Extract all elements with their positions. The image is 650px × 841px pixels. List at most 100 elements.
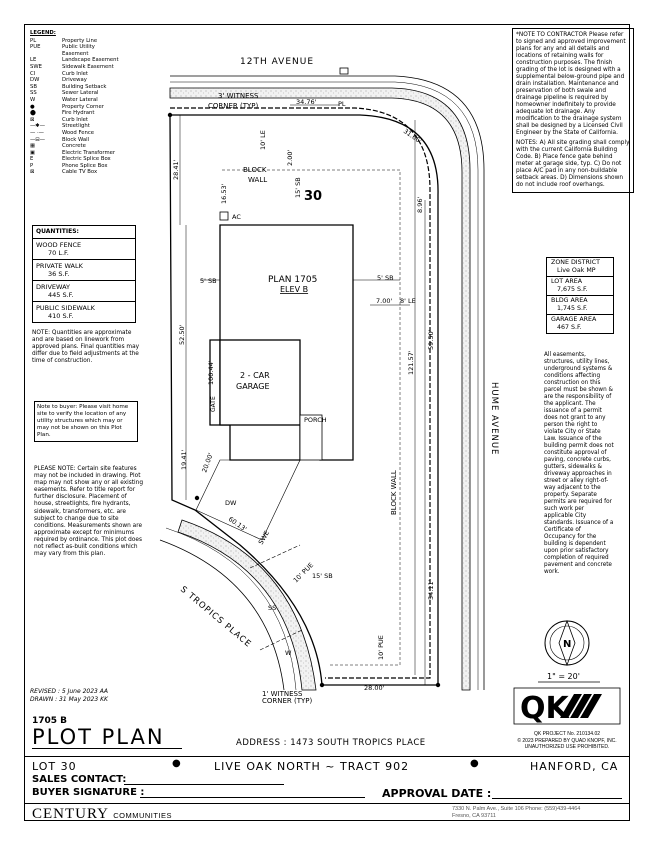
- legend-symbol: —✱—: [30, 123, 46, 130]
- sales-contact-line[interactable]: [124, 784, 284, 785]
- legend-symbol: ⬤: [30, 110, 36, 117]
- zone-label: BLDG AREA: [551, 297, 588, 304]
- quantity-value: 36 S.F.: [48, 270, 70, 278]
- buyer-signature-line[interactable]: [140, 797, 365, 798]
- legend-symbol: ▦: [30, 143, 36, 150]
- block-wall-label: BLOCK: [243, 166, 267, 174]
- legend-label: Driveway: [62, 77, 87, 84]
- dim-label: 10' PUE: [377, 635, 385, 660]
- legend-item: ⬤Fire Hydrant: [30, 110, 130, 117]
- porch-label: PORCH: [304, 416, 327, 424]
- legend-symbol: PUE: [30, 44, 41, 51]
- legend-symbol: DW: [30, 77, 40, 84]
- legend-symbol: W: [30, 96, 36, 103]
- legend-symbol: SS: [30, 90, 37, 97]
- legend-label: Sidewalk Easement: [62, 63, 114, 70]
- quantity-value: 410 S.F.: [48, 312, 74, 320]
- dim-label: 28.00': [364, 684, 385, 692]
- legend-item: W Water Lateral: [30, 97, 130, 104]
- buyer-signature-label: BUYER SIGNATURE :: [32, 787, 145, 798]
- legend-item: ▣Electric Transformer: [30, 150, 130, 157]
- street-curve: [159, 539, 285, 691]
- legend-symbol: LE: [30, 57, 37, 64]
- dim-label: SS: [268, 604, 276, 612]
- revised-date: REVISED : 5 June 2023 AA: [30, 688, 108, 695]
- qk-logo-text: QK: [520, 691, 571, 726]
- easement-note: All easements, structures, utility lines…: [544, 352, 614, 575]
- legend-label: Electric Splice Box: [62, 156, 111, 163]
- legend-symbol: ●: [30, 103, 35, 110]
- garage-label-2: GARAGE: [236, 382, 270, 391]
- witness-top-2: CORNER (TYP): [208, 102, 259, 110]
- dim-label: SWE: [257, 529, 271, 546]
- legend-label: Cable TV Box: [62, 169, 98, 176]
- quantity-value: 445 S.F.: [48, 291, 74, 299]
- legend-symbol: PL: [30, 37, 37, 44]
- witness-top: 3' WITNESS: [218, 92, 259, 100]
- legend-symbol: SB: [30, 83, 37, 90]
- legend-label: Easement: [62, 50, 89, 57]
- porch: [299, 414, 323, 461]
- property-corner: [435, 682, 441, 688]
- legend-label: Electric Transformer: [62, 149, 116, 156]
- approval-date-label: APPROVAL DATE :: [382, 787, 492, 800]
- block-wall: [170, 107, 431, 679]
- dim-label: 5' SB: [377, 274, 394, 282]
- curb-line: [170, 75, 485, 690]
- dim-label: 5' SB: [200, 277, 217, 285]
- block-wall-label-2: WALL: [248, 176, 267, 184]
- zone-label: ZONE DISTRICT: [551, 259, 600, 266]
- tract-label: LIVE OAK NORTH ~ TRACT 902: [214, 760, 410, 773]
- qk-unauth: UNAUTHORIZED USE PROHIBITED.: [524, 744, 610, 751]
- legend-label: Water Lateral: [62, 96, 98, 103]
- dim-label: 59.50': [427, 329, 435, 350]
- quantity-name: WOOD FENCE: [36, 241, 82, 249]
- zone-value: 1,745 S.F.: [557, 305, 588, 312]
- block-wall-vertical: BLOCK WALL: [390, 470, 398, 515]
- legend-label: Building Setback: [62, 83, 107, 90]
- legend-label: Wood Fence: [62, 129, 94, 136]
- elevation-label: ELEV B: [280, 285, 308, 294]
- gate-label: GATE: [210, 396, 217, 412]
- company-main: CENTURY: [32, 806, 109, 822]
- legend-item: —✱—Streetlight: [30, 123, 130, 130]
- company-name: CENTURY COMMUNITIES: [32, 806, 172, 823]
- legend-label: Sewer Lateral: [62, 90, 99, 97]
- legend-label: Block Wall: [62, 136, 90, 143]
- legend-label: Curb Inlet: [62, 116, 89, 123]
- legend-item: SB Building Setback: [30, 84, 130, 91]
- sidewalk-top-right: [169, 87, 471, 691]
- street-curve-2: [165, 527, 297, 691]
- street-left-label: S TROPICS PLACE: [178, 585, 253, 650]
- office-address: 7330 N. Palm Ave., Suite 106 Phone: (559…: [452, 806, 580, 820]
- sales-contact-label: SALES CONTACT:: [32, 774, 127, 785]
- dim-label: 28.41': [172, 159, 180, 180]
- street-right-label: HUME AVENUE: [489, 382, 499, 455]
- legend-label: Curb Inlet: [62, 70, 89, 77]
- legend-label: Property Corner: [62, 103, 104, 110]
- dim-label: PL: [338, 100, 346, 108]
- dim-label: 15' SB: [312, 572, 333, 580]
- driveway: [195, 459, 301, 541]
- property-corner: [194, 495, 200, 501]
- property-corner: [319, 682, 325, 688]
- buyer-note: Note to buyer: Please visit home site to…: [34, 401, 138, 442]
- plot-plan-title: PLOT PLAN: [32, 726, 182, 749]
- dim-label: 19.41': [180, 449, 188, 470]
- legend-item: Easement: [30, 51, 130, 58]
- zone-label: GARAGE AREA: [551, 316, 597, 323]
- dim-label: 8.96': [416, 197, 424, 213]
- divider: [24, 803, 630, 804]
- contractor-note-text: *NOTE TO CONTRACTOR Please refer to sign…: [516, 32, 626, 136]
- approval-date-line[interactable]: [492, 798, 622, 799]
- dim-label: 100.44': [207, 360, 215, 385]
- zone-value: 467 S.F.: [557, 324, 582, 331]
- address-label: ADDRESS :: [236, 738, 288, 748]
